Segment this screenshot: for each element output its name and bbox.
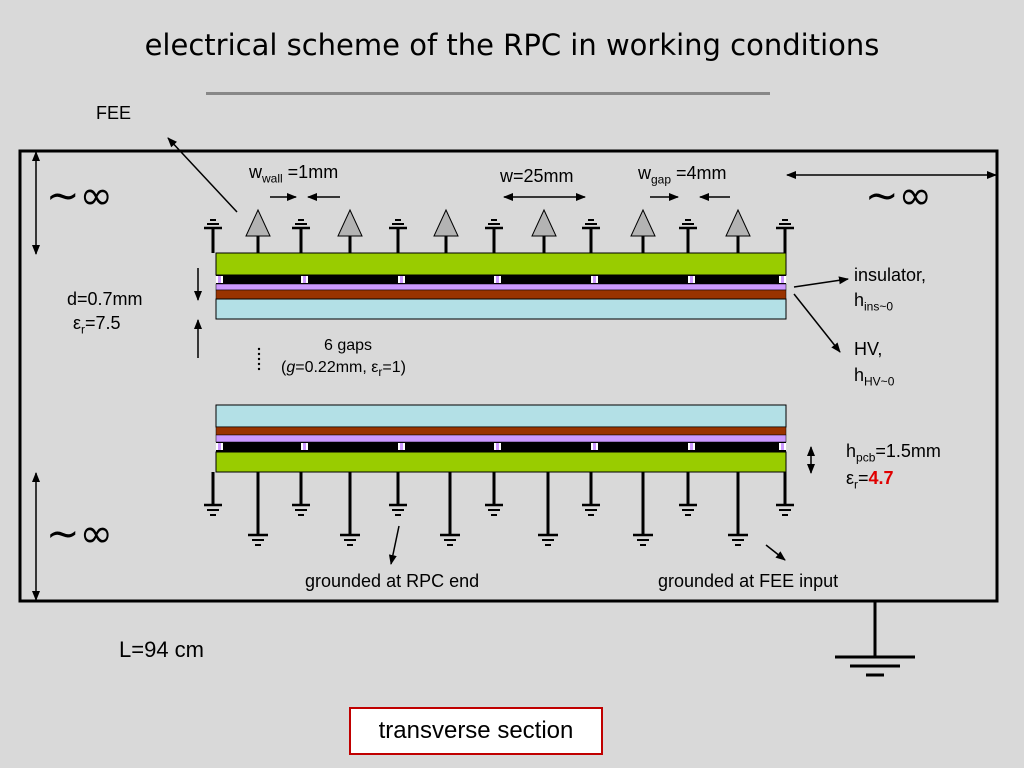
grounded-fee-label: grounded at FEE input [658, 571, 839, 591]
lower-pcb [215, 451, 787, 473]
eps2-subscript: r [854, 477, 859, 492]
eps-symbol: ε [73, 313, 82, 333]
eps2-symbol: ε [846, 468, 855, 488]
strip-gap-center [218, 443, 221, 450]
hv-label: HV, [854, 339, 883, 359]
eps2-value: 4.7 [868, 468, 894, 488]
hins-symbol: h [854, 290, 865, 310]
fee-triangle [630, 208, 656, 237]
hhv-label: hHV~0 [854, 365, 894, 389]
strip-gap-center [593, 276, 596, 283]
strip-gap-center [593, 443, 596, 450]
outer-frame [18, 149, 999, 603]
wwall-symbol: w [249, 162, 262, 182]
wwall-label: wwall =1mm [249, 162, 338, 186]
vertical-ellipsis [257, 347, 261, 371]
strip-gap-center [400, 443, 403, 450]
fee-triangle [337, 208, 363, 237]
hins-subscript: ins~0 [864, 299, 894, 314]
strip-gap-center [690, 276, 693, 283]
strip-gap-center [303, 276, 306, 283]
page-title: electrical scheme of the RPC in working … [144, 28, 880, 62]
gaps-open-paren: ( [281, 359, 287, 376]
fee-triangle [245, 208, 271, 237]
strip-gap-center [781, 276, 784, 283]
hhv-subscript: HV~0 [864, 374, 895, 389]
gaps-eps-value: =1) [382, 359, 406, 376]
infinity-top-left: ~∞ [46, 173, 113, 219]
lower-strip-gaps [216, 443, 786, 450]
fee-triangle [433, 208, 459, 237]
strip-gap-center [690, 443, 693, 450]
upper-hv-layer [215, 289, 787, 300]
eps-subscript: r [81, 322, 86, 337]
infinity-top-right: ~∞ [865, 173, 932, 219]
strip-gap-center [400, 276, 403, 283]
wgap-value: =4mm [671, 163, 727, 183]
strip-gap-center [496, 443, 499, 450]
strip-gap-center [303, 443, 306, 450]
eps-value: =7.5 [85, 313, 121, 333]
wgap-symbol: w [638, 163, 651, 183]
upper-strip-gaps [216, 276, 786, 283]
title-divider [206, 92, 770, 95]
wgap-subscript: gap [651, 172, 672, 187]
infinity-bottom-left: ~∞ [46, 511, 113, 557]
external-ground-symbol [835, 601, 915, 677]
hv-pointer-arrow [793, 293, 841, 353]
hpcb-symbol: h [846, 441, 857, 461]
upper-ground-pins [204, 219, 794, 253]
gaps-label-line2: (g=0.22mm, εr=1) [281, 359, 406, 379]
fee-label: FEE [96, 103, 132, 123]
hhv-symbol: h [854, 365, 865, 385]
upper-pcb [215, 252, 787, 276]
hins-label: hins~0 [854, 290, 893, 314]
gaps-subscript: r [378, 365, 383, 380]
eps-label: εr=7.5 [73, 313, 121, 337]
w-label: w=25mm [500, 166, 574, 186]
upper-insulator [215, 283, 787, 291]
lower-chamber [204, 404, 794, 546]
insulator-label: insulator, [854, 265, 927, 285]
lower-insulator [215, 434, 787, 443]
grounded-rpc-pointer-arrow [388, 525, 400, 565]
d-label: d=0.7mm [67, 289, 143, 309]
eps2-label: εr=4.7 [846, 468, 894, 492]
grounded-fee-pointer-arrow [765, 544, 786, 561]
hpcb-subscript: pcb [856, 450, 876, 465]
upper-glass [215, 298, 787, 320]
upper-chamber [204, 208, 794, 320]
gaps-label-line1: 6 gaps [324, 337, 373, 354]
lower-glass [215, 404, 787, 428]
caption-text: transverse section [378, 717, 574, 744]
eps2-equals: = [858, 468, 869, 488]
hpcb-label: hpcb=1.5mm [846, 441, 941, 465]
strip-gap-center [781, 443, 784, 450]
gaps-g-symbol: g [286, 359, 296, 376]
insulator-pointer-arrow [793, 276, 849, 288]
strip-gap-center [218, 276, 221, 283]
fee-pointer-arrow [167, 137, 238, 213]
grounded-rpc-label: grounded at RPC end [305, 571, 480, 591]
upper-fee-triangles [245, 208, 751, 253]
length-label: L=94 cm [119, 637, 204, 662]
caption-box: transverse section [349, 707, 603, 755]
fee-triangle [531, 208, 557, 237]
lower-hv-layer [215, 426, 787, 436]
gaps-value: =0.22mm, ε [295, 359, 379, 376]
fee-triangle [725, 208, 751, 237]
strip-gap-center [496, 276, 499, 283]
lower-ground-pins [204, 472, 794, 546]
wgap-label: wgap =4mm [638, 163, 727, 187]
wwall-subscript: wall [262, 171, 283, 186]
wwall-value: =1mm [282, 162, 339, 182]
hpcb-value: =1.5mm [875, 441, 941, 461]
